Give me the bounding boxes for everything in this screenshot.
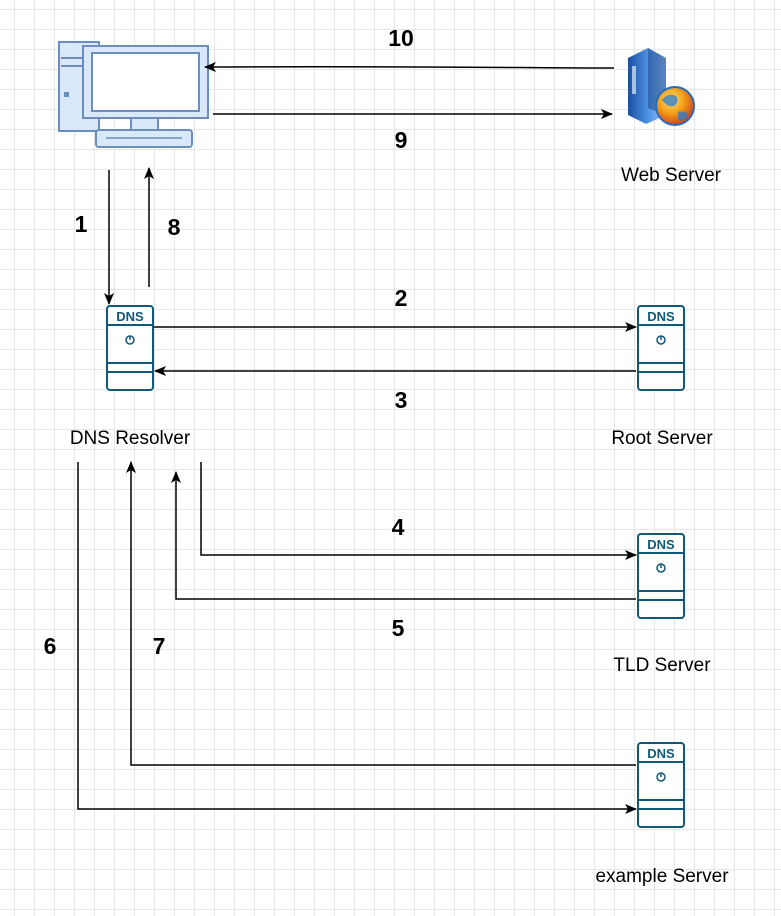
root-server-label: Root Server [611, 428, 713, 449]
computer-icon [58, 41, 209, 148]
step-label-5: 5 [392, 615, 405, 641]
example-server-icon: DNS [637, 742, 685, 828]
step-label-6: 6 [44, 633, 57, 659]
step-label-1: 1 [75, 211, 88, 237]
step-label-4: 4 [392, 514, 405, 540]
dns-badge: DNS [647, 746, 675, 761]
web-server-icon [628, 48, 695, 126]
dns-resolver-label: DNS Resolver [70, 428, 191, 449]
arrow-4 [200, 462, 637, 560]
arrow-7 [126, 461, 636, 766]
arrow-10 [204, 61, 615, 72]
dns-badge: DNS [647, 309, 675, 324]
dns-badge: DNS [116, 309, 144, 324]
tld-server-icon: DNS [637, 533, 685, 619]
example-server-label: example Server [595, 866, 729, 887]
web-server-label: Web Server [621, 165, 722, 186]
step-label-3: 3 [395, 387, 408, 413]
step-label-8: 8 [168, 214, 181, 240]
step-label-2: 2 [395, 285, 408, 311]
tld-server-label: TLD Server [613, 655, 711, 676]
root-server-icon: DNS [637, 305, 685, 391]
step-label-9: 9 [395, 127, 408, 153]
dns-badge: DNS [647, 537, 675, 552]
step-label-7: 7 [153, 633, 166, 659]
dns-resolver-icon: DNS [106, 305, 154, 391]
arrow-5 [171, 471, 636, 600]
arrow-6 [77, 462, 637, 814]
step-label-10: 10 [388, 25, 414, 51]
